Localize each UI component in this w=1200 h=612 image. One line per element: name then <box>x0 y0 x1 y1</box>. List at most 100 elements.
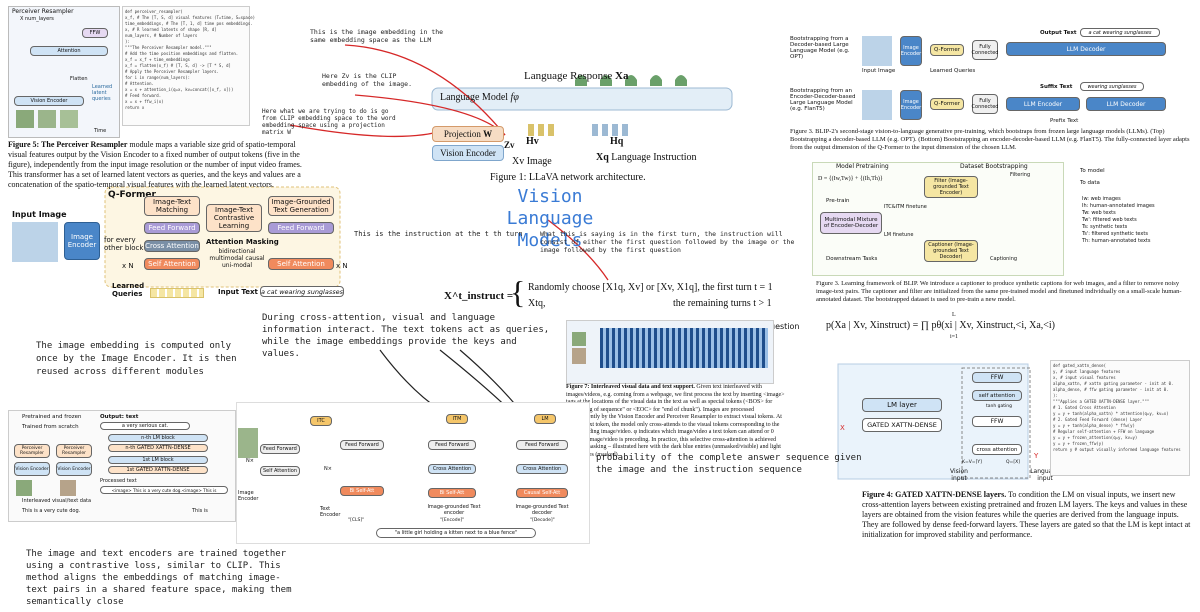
code-line: y, # input language features <box>1053 369 1121 374</box>
blip-legend-item: Tw: web texts <box>1082 210 1116 216</box>
frame-thumb <box>16 110 34 128</box>
gated-code-panel: def gated_xattn_dense( y, # input langua… <box>1050 360 1190 476</box>
blip2-input-image <box>862 36 892 66</box>
perceiver-caption: Figure 5: The Perceiver Resampler module… <box>8 140 308 190</box>
flamingo-first-lm: 1st LM block <box>108 456 208 464</box>
flamingo-gated: n-th GATED XATTN-DENSE <box>108 444 208 452</box>
cross-attention-note: During cross-attention, visual and langu… <box>262 313 550 359</box>
code-line: ): <box>125 39 130 44</box>
gated-ffw-2: FFW <box>972 416 1022 427</box>
blip-to-model: To model <box>1080 168 1105 174</box>
blip-arch-ca-enc: Cross Attention <box>428 464 476 474</box>
blip2-bootstrap-encdec: Bootstrapping from an Encoder-Decoder-ba… <box>790 88 856 112</box>
instruct-note-first: What this is saying is in the first turn… <box>540 230 795 254</box>
blip-arch-itc: ITC <box>310 416 332 426</box>
blip2-qformer-2: Q-Former <box>930 98 964 110</box>
frame-thumb <box>60 110 78 128</box>
blip2-fully-connected-2: Fully Connected <box>972 94 998 114</box>
flamingo-lm-block: n-th LM block <box>108 434 208 442</box>
blip2-suffix-text: wearing sunglasses <box>1080 82 1144 91</box>
qformer-input-text-label: Input Text <box>218 288 258 296</box>
perceiver-attention: Attention <box>30 46 108 56</box>
qformer-input-image-label: Input Image <box>12 210 67 219</box>
interleaved-caption: Figure 7: Interleaved visual data and te… <box>566 384 786 459</box>
instruct-row2: Xtq, the remaining turns t > 1 <box>528 298 772 309</box>
blip-model-pretraining: Model Pretraining <box>836 163 889 170</box>
blip2-prefix-text: Prefix Text <box>1050 118 1079 124</box>
flamingo-first-gated: 1st GATED XATTN-DENSE <box>108 466 208 474</box>
flamingo-perceiver-1: Perceiver Resampler <box>14 444 50 458</box>
perceiver-time: Time <box>94 128 107 134</box>
qformer-image-encoder: Image Encoder <box>64 222 100 260</box>
code-line: y = y + frozen_attention(q=y, kv=y) <box>1053 435 1138 440</box>
blip2-caption: Figure 3. BLIP-2's second-stage vision-t… <box>790 128 1190 152</box>
gated-q: Q=[X] <box>1006 460 1020 465</box>
perceiver-xlayers: X num_layers <box>20 16 54 22</box>
blip-arch-image-thumb <box>238 428 258 458</box>
blip-captioning: Captioning <box>990 256 1018 262</box>
llava-language-instruction: Xq Language Instruction <box>596 152 697 163</box>
blip-legend-item: Iw: web images <box>1082 196 1121 202</box>
blip2-input-image-label: Input Image <box>862 68 896 74</box>
flamingo-this-is: This is <box>192 508 208 514</box>
blip-arch-img-text-encoder: Image-grounded Text encoder <box>427 504 481 516</box>
likelihood-note: probability of the complete answer seque… <box>596 453 862 475</box>
blip-arch-ff-dec: Feed Forward <box>516 440 568 450</box>
flamingo-dog-thumb <box>16 480 32 496</box>
blip-itc-itm: ITC&ITM finetune <box>884 204 927 210</box>
interleaved-cat <box>572 348 586 364</box>
center-title-line2: Models <box>517 230 583 251</box>
flamingo-trained: Trained from scratch <box>22 424 79 430</box>
gated-y-label: Y <box>1034 452 1039 460</box>
instruct-note-turn: This is the instruction at the t th turn <box>354 230 523 238</box>
center-title-line1: Vision Language <box>506 186 594 229</box>
blip-captioner: Captioner (Image-grounded Text Decoder) <box>924 240 978 262</box>
llava-caption: Figure 1: LLaVA network architecture. <box>490 172 646 183</box>
blip-legend-item: Th: human-annotated texts <box>1082 238 1151 244</box>
blip2-suffix-text-label: Suffix Text <box>1040 84 1073 90</box>
center-title: Vision Language Models <box>470 186 630 252</box>
interleaved-dog <box>572 332 586 346</box>
code-line: return x <box>125 105 145 110</box>
llava-w: W <box>483 129 493 139</box>
gated-caption-text: To condition the LM on visual inputs, we… <box>862 490 1191 539</box>
blip2-input-image-2 <box>862 90 892 120</box>
frame-thumb <box>38 110 56 128</box>
perceiver-vision-encoder: Vision Encoder <box>14 96 84 106</box>
flamingo-processed-label: Processed text <box>100 478 137 484</box>
blip-arch-text-encoder: Text Encoder <box>320 506 341 518</box>
gated-lm-layer: LM layer <box>862 398 942 412</box>
code-line: x = x + attention_i(q=x, kv=concat([x_f,… <box>125 87 234 92</box>
code-line: x, # input visual features <box>1053 375 1116 380</box>
flamingo-interleaved-label: Interleaved visual/text data <box>22 498 92 504</box>
blip-arch-itm: ITM <box>446 414 468 424</box>
blip-arch-ff-image: Feed Forward <box>260 444 300 454</box>
blip2-bootstrap-decoder: Bootstrapping from a Decoder-based Large… <box>790 36 850 60</box>
llava-note-embedding: This is the image embedding in the same … <box>310 28 444 44</box>
perceiver-code-panel: def perceiver_resampler( x_f, # The [T, … <box>122 6 255 126</box>
blip-dataset-bootstrapping: Dataset Bootstrapping <box>960 163 1028 170</box>
instruct-lhs: X^t_instruct = <box>444 290 514 302</box>
code-line: x = x + ffw_i(x) <box>125 99 164 104</box>
blip-arch-sa-image: Self Attention <box>260 466 300 476</box>
blip-arch-lm: LM <box>534 414 556 424</box>
code-line: # Add the time position embeddings and f… <box>125 51 239 56</box>
qformer-learned-queries: Learned Queries <box>112 282 145 298</box>
flamingo-dog-sentence: This is a very cute dog. <box>22 508 81 514</box>
llava-hv: Hv <box>526 136 539 147</box>
llava-xa: Xa <box>615 70 629 82</box>
qformer-xn-right: x N <box>336 262 348 270</box>
blip2-image-encoder: Image Encoder <box>900 36 922 66</box>
code-line: alpha_xattn, # xattn gating parameter - … <box>1053 381 1174 386</box>
llava-xq: Xq <box>596 152 609 163</box>
perceiver-ffw: FFW <box>82 28 108 38</box>
blip-arch-cls: "[CLS]" <box>348 518 365 523</box>
likelihood-formula: p(Xa | Xv, Xinstruct) = ∏ pθ(xi | Xv, Xi… <box>826 320 1055 331</box>
qformer-query-tokens <box>150 288 204 298</box>
llava-fphi: fφ <box>510 92 519 103</box>
perceiver-caption-bold: Figure 5: The Perceiver Resampler <box>8 140 128 149</box>
qformer-itg: Image-Grounded Text Generation <box>268 196 334 216</box>
blip-arch-bi-self-1: Bi Self-Att <box>340 486 384 496</box>
code-line: # Feed forward. <box>125 93 162 98</box>
